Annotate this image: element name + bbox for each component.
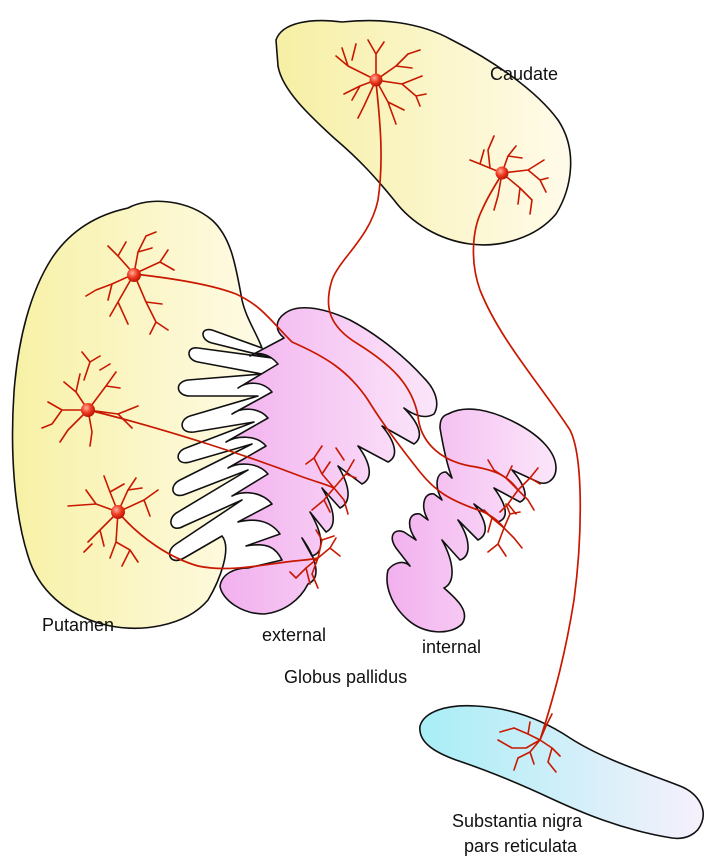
globus-pallidus-label: Globus pallidus [284, 667, 407, 687]
caudate-label: Caudate [490, 64, 558, 84]
gp-internal-label: internal [422, 637, 481, 657]
putamen-region [13, 201, 272, 628]
substantia-nigra-label-line2: pars reticulata [464, 836, 578, 856]
caudate-region [276, 21, 571, 245]
substantia-nigra-label-line1: Substantia nigra [452, 811, 583, 831]
putamen-label: Putamen [42, 615, 114, 635]
gp-external-label: external [262, 625, 326, 645]
